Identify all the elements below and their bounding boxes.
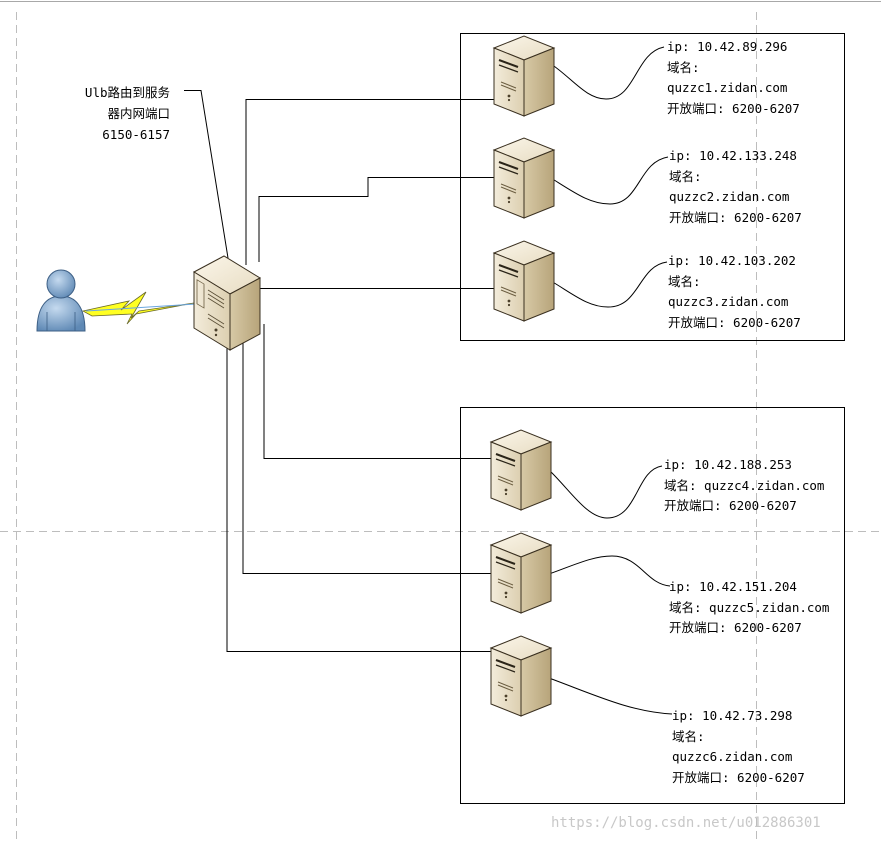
server-5-ports: 开放端口: 6200-6207: [669, 620, 802, 635]
server-2-domain-label: 域名:: [669, 168, 702, 184]
server-6-ports: 开放端口: 6200-6207: [672, 769, 805, 785]
server-6-ip: ip: 10.42.73.298: [672, 708, 793, 723]
server-3-icon: [493, 240, 555, 322]
server-3-label: ip: 10.42.103.202 域名: quzzc3.zidan.com 开…: [668, 251, 801, 333]
label-callouts: [548, 46, 673, 715]
server-6-icon: [490, 635, 552, 717]
wireless-link-line: [85, 303, 197, 312]
server-4-ports: 开放端口: 6200-6207: [664, 498, 797, 513]
server-2-domain: quzzc2.zidan.com: [669, 189, 790, 204]
page-break-guides: [0, 12, 881, 844]
server-5-label: ip: 10.42.151.204 域名: quzzc5.zidan.com 开…: [669, 577, 829, 639]
server-1-ports: 开放端口: 6200-6207: [667, 100, 800, 116]
server-1-label: ip: 10.42.89.296 域名: quzzc1.zidan.com 开放…: [667, 37, 800, 119]
server-4-label: ip: 10.42.188.253 域名: quzzc4.zidan.com 开…: [664, 455, 824, 517]
server-1-ip: ip: 10.42.89.296: [667, 39, 788, 54]
server-group-box-1: [460, 33, 845, 341]
user-icon: [36, 269, 86, 332]
note-line-2: 器内网端口: [107, 106, 170, 121]
server-2-ip: ip: 10.42.133.248: [669, 148, 797, 163]
ulb-router-icon: [192, 255, 262, 351]
router-connectors: [226, 99, 500, 652]
server-2-label: ip: 10.42.133.248 域名: quzzc2.zidan.com 开…: [669, 146, 802, 228]
note-line-1: Ulb路由到服务: [84, 85, 170, 100]
note-line-3: 6150-6157: [102, 127, 170, 142]
server-4-domain: 域名: quzzc4.zidan.com: [664, 477, 825, 493]
server-5-domain: 域名: quzzc5.zidan.com: [669, 599, 830, 615]
server-6-domain-label: 域名:: [672, 728, 705, 744]
server-1-icon: [493, 35, 555, 117]
server-6-domain: quzzc6.zidan.com: [672, 749, 793, 764]
server-2-ports: 开放端口: 6200-6207: [669, 209, 802, 225]
server-3-ports: 开放端口: 6200-6207: [668, 314, 801, 330]
server-5-ip: ip: 10.42.151.204: [669, 579, 797, 594]
server-3-domain-label: 域名:: [668, 273, 701, 289]
server-6-label: ip: 10.42.73.298 域名: quzzc6.zidan.com 开放…: [672, 706, 805, 788]
watermark-text: https://blog.csdn.net/u012886301: [551, 815, 821, 831]
note-leader-line: [184, 90, 229, 259]
server-3-ip: ip: 10.42.103.202: [668, 253, 796, 268]
server-4-ip: ip: 10.42.188.253: [664, 457, 792, 472]
server-4-icon: [490, 429, 552, 511]
ulb-port-note: Ulb路由到服务 器内网端口 6150-6157: [60, 82, 170, 145]
server-5-icon: [490, 532, 552, 614]
server-1-domain-label: 域名:: [667, 59, 700, 75]
server-3-domain: quzzc3.zidan.com: [668, 294, 789, 309]
server-1-domain: quzzc1.zidan.com: [667, 80, 788, 95]
server-2-icon: [493, 137, 555, 219]
server-group-box-2: [460, 407, 845, 804]
